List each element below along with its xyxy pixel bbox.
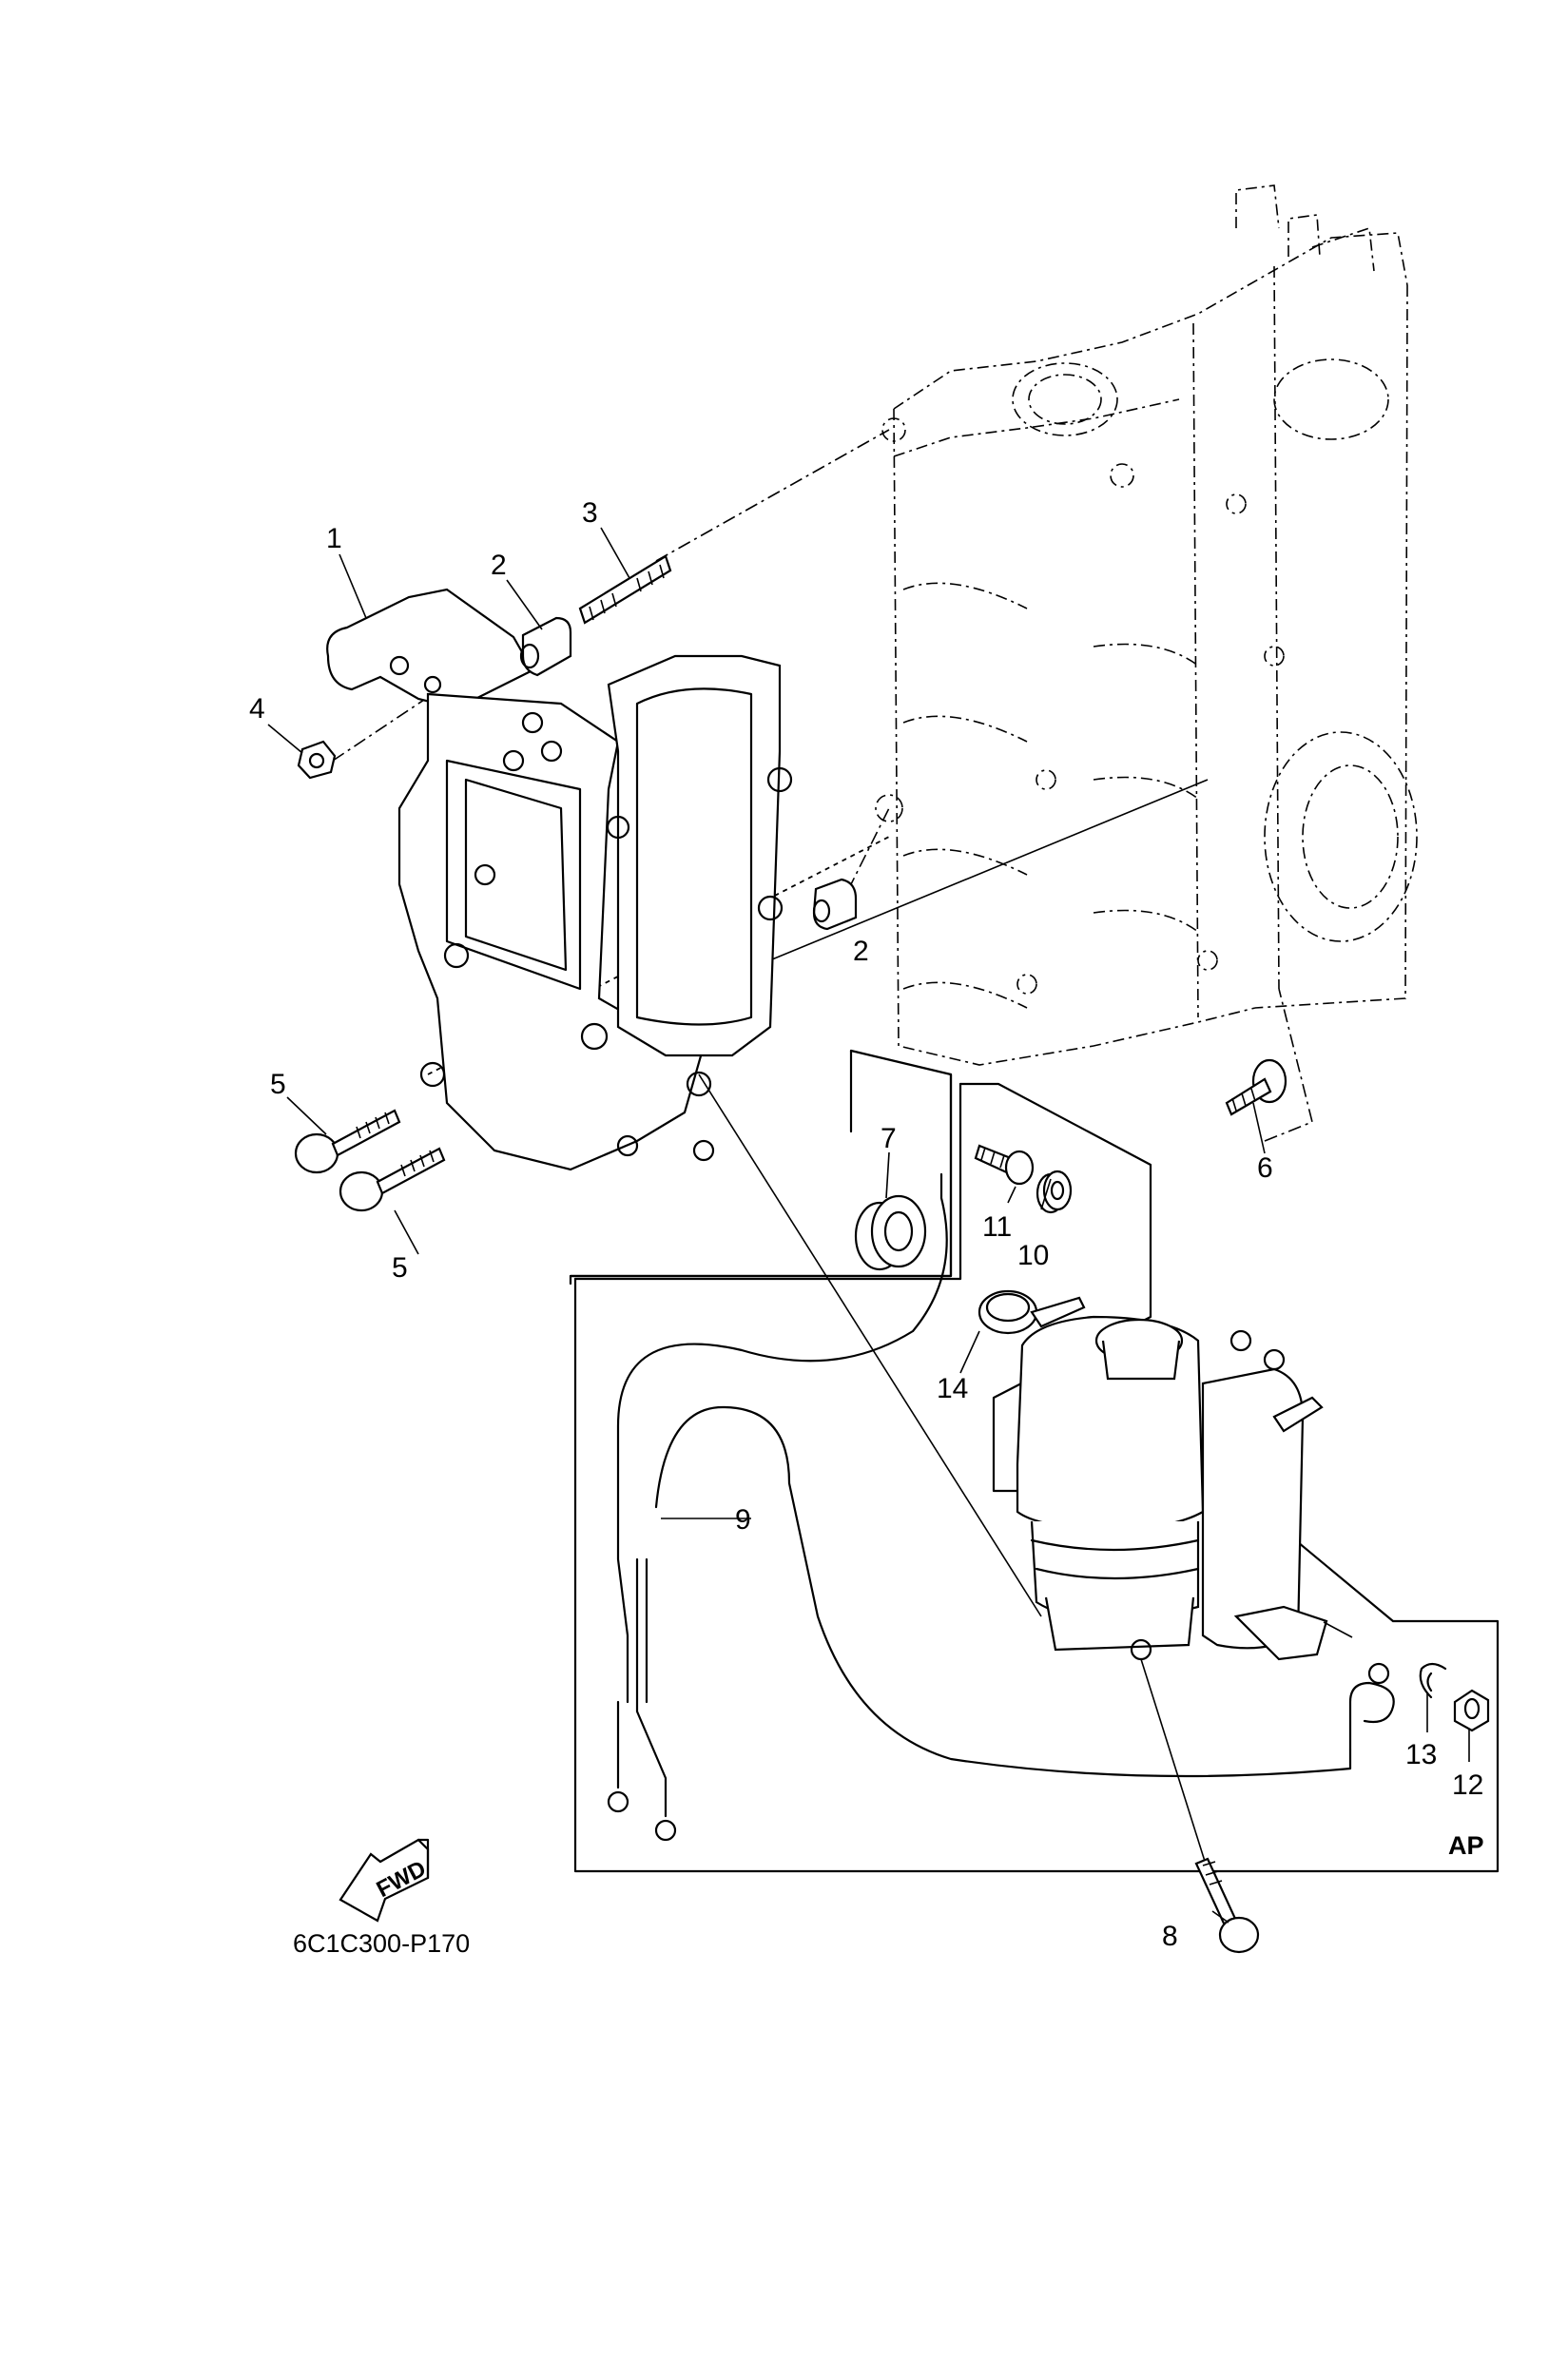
starter-motor bbox=[1016, 1315, 1328, 1661]
bracket-part-1 bbox=[326, 588, 534, 710]
callout-7: 7 bbox=[881, 1123, 897, 1154]
callout-9: 9 bbox=[735, 1504, 751, 1536]
bolt-part-5-lower bbox=[339, 1147, 446, 1212]
outer-box bbox=[573, 1277, 1500, 1873]
callout-3: 3 bbox=[582, 497, 598, 529]
stud-part-3 bbox=[578, 554, 672, 625]
bolt-part-11 bbox=[974, 1144, 1035, 1186]
assembly-line-stud bbox=[655, 429, 890, 562]
callout-10: 10 bbox=[1017, 1240, 1049, 1271]
bolt-part-6 bbox=[1225, 1058, 1287, 1116]
callout-1: 1 bbox=[326, 523, 342, 554]
callout-13: 13 bbox=[1405, 1739, 1437, 1770]
engine-block-ghost bbox=[875, 184, 1418, 1066]
drawing-code: 6C1C300-P170 bbox=[293, 1929, 470, 1958]
callout-8: 8 bbox=[1162, 1921, 1178, 1952]
callout-5-upper: 5 bbox=[270, 1069, 286, 1100]
callout-5-lower: 5 bbox=[392, 1252, 408, 1284]
grommet-part-7 bbox=[854, 1194, 927, 1271]
washer-part-13 bbox=[1419, 1662, 1447, 1699]
callout-6: 6 bbox=[1257, 1152, 1273, 1184]
nut-part-4 bbox=[297, 740, 337, 780]
leader-line-bracket-to-starter bbox=[698, 1073, 1042, 1617]
fwd-arrow-icon: FWD bbox=[339, 1838, 431, 1923]
clamp-part-14 bbox=[978, 1289, 1086, 1335]
bolt-part-5-upper bbox=[294, 1109, 401, 1174]
nut-part-12 bbox=[1453, 1689, 1490, 1732]
main-bracket bbox=[397, 654, 793, 1171]
collar-part-2-lower bbox=[812, 878, 858, 931]
bolt-part-8 bbox=[1140, 1658, 1260, 1954]
variant-marker-ap: AP bbox=[1448, 1831, 1484, 1860]
callout-2-lower: 2 bbox=[853, 936, 869, 967]
callout-4: 4 bbox=[249, 693, 265, 725]
callout-11: 11 bbox=[982, 1211, 1012, 1243]
collar-part-2-upper bbox=[519, 616, 572, 677]
inset-box-starter bbox=[958, 1082, 1238, 1493]
wire-harness-part-9 bbox=[607, 1172, 1395, 1842]
callout-2-upper: 2 bbox=[491, 550, 507, 581]
callout-12: 12 bbox=[1452, 1769, 1483, 1801]
callout-leaders bbox=[267, 527, 1470, 1924]
callout-14: 14 bbox=[937, 1373, 968, 1404]
